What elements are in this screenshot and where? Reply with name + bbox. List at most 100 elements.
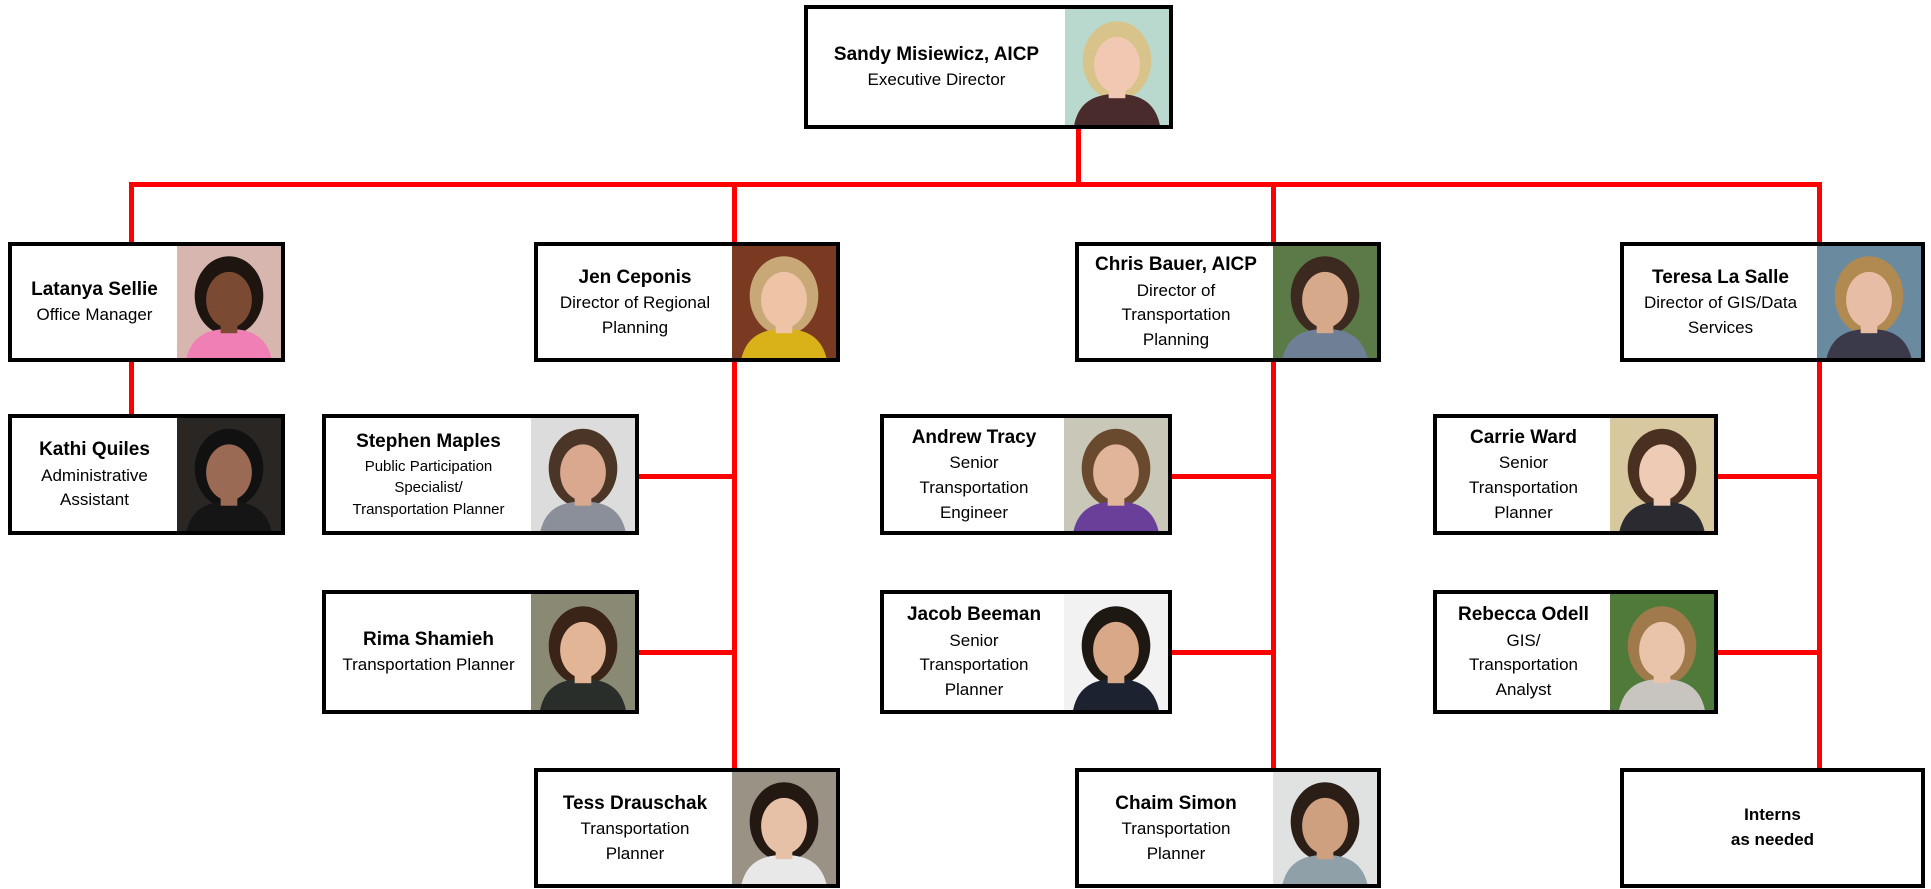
portrait-photo bbox=[531, 418, 635, 531]
staff-title: Public Participation Specialist/ Transpo… bbox=[352, 457, 505, 519]
portrait-illustration bbox=[1064, 418, 1168, 531]
portrait-face bbox=[1639, 621, 1685, 678]
portrait-shirt bbox=[1073, 679, 1159, 710]
portrait-face bbox=[1639, 444, 1685, 501]
portrait-photo bbox=[1610, 418, 1714, 531]
portrait-illustration bbox=[1065, 9, 1169, 125]
portrait-shirt bbox=[540, 679, 626, 710]
portrait-shirt bbox=[741, 855, 827, 884]
connector-chris-trunk bbox=[1271, 358, 1276, 772]
portrait-shirt bbox=[186, 501, 272, 531]
staff-title: Transportation Planner bbox=[1121, 819, 1231, 863]
staff-title: Director of GIS/Data Services bbox=[1643, 293, 1798, 337]
portrait-photo bbox=[732, 772, 836, 884]
portrait-face bbox=[560, 621, 606, 678]
portrait-face bbox=[1093, 621, 1139, 678]
connector-exec-down bbox=[1076, 127, 1081, 184]
connector-drop-chris bbox=[1271, 182, 1276, 243]
staff-title: GIS/ Transportation Analyst bbox=[1469, 630, 1578, 700]
card-sandy-misiewicz: Sandy Misiewicz, AICP Executive Director bbox=[804, 5, 1173, 129]
portrait-face bbox=[1302, 797, 1348, 854]
staff-name: Rima Shamieh bbox=[363, 628, 494, 650]
connector-teresa-rebecca bbox=[1716, 650, 1822, 655]
staff-name: Jacob Beeman bbox=[906, 604, 1042, 626]
staff-name: Andrew Tracy bbox=[911, 426, 1037, 448]
staff-name: Carrie Ward bbox=[1470, 426, 1577, 448]
portrait-face bbox=[761, 797, 807, 854]
staff-title: Transportation Planner bbox=[342, 655, 515, 675]
staff-name: Tess Drauschak bbox=[562, 792, 708, 814]
portrait-illustration bbox=[1610, 594, 1714, 710]
portrait-face bbox=[206, 271, 252, 328]
portrait-photo bbox=[732, 246, 836, 358]
portrait-face bbox=[1094, 36, 1140, 93]
staff-title: Office Manager bbox=[36, 305, 153, 325]
card-interns: Interns as needed bbox=[1620, 768, 1925, 888]
portrait-illustration bbox=[732, 246, 836, 358]
portrait-illustration bbox=[1273, 772, 1377, 884]
staff-name: Rebecca Odell bbox=[1458, 604, 1589, 626]
portrait-photo bbox=[1064, 594, 1168, 710]
portrait-shirt bbox=[741, 329, 827, 358]
staff-name: Teresa La Salle bbox=[1652, 266, 1789, 288]
connector-top-horizontal bbox=[129, 182, 1822, 187]
interns-note: as needed bbox=[1730, 830, 1815, 849]
portrait-photo bbox=[1610, 594, 1714, 710]
portrait-shirt bbox=[1826, 329, 1912, 358]
portrait-illustration bbox=[1273, 246, 1377, 358]
staff-title: Director of Regional Planning bbox=[559, 293, 711, 337]
portrait-shirt bbox=[1282, 329, 1368, 358]
portrait-illustration bbox=[531, 418, 635, 531]
connector-jen-stephen bbox=[637, 474, 737, 479]
portrait-photo bbox=[1064, 418, 1168, 531]
connector-drop-latanya bbox=[129, 182, 134, 243]
portrait-photo bbox=[1817, 246, 1921, 358]
portrait-shirt bbox=[1282, 855, 1368, 884]
staff-name: Chris Bauer, AICP bbox=[1095, 254, 1257, 276]
staff-title: Transportation Planner bbox=[580, 819, 690, 863]
portrait-photo bbox=[1273, 772, 1377, 884]
portrait-face bbox=[761, 271, 807, 328]
staff-name: Sandy Misiewicz, AICP bbox=[833, 43, 1040, 65]
portrait-shirt bbox=[1619, 679, 1705, 710]
staff-title: Director of Transportation Planning bbox=[1121, 280, 1231, 350]
portrait-shirt bbox=[540, 501, 626, 531]
connector-drop-teresa bbox=[1817, 182, 1822, 243]
staff-name: Kathi Quiles bbox=[39, 439, 150, 461]
connector-jen-trunk bbox=[732, 358, 737, 772]
connector-teresa-carrie bbox=[1716, 474, 1822, 479]
portrait-shirt bbox=[186, 329, 272, 358]
portrait-photo bbox=[177, 418, 281, 531]
connector-latanya-kathi bbox=[129, 358, 134, 417]
portrait-face bbox=[1093, 444, 1139, 501]
portrait-photo bbox=[1065, 9, 1169, 125]
portrait-face bbox=[560, 444, 606, 501]
staff-title: Senior Transportation Planner bbox=[1469, 453, 1578, 522]
portrait-photo bbox=[1273, 246, 1377, 358]
staff-name: Chaim Simon bbox=[1115, 792, 1237, 814]
connector-drop-jen bbox=[732, 182, 737, 243]
portrait-illustration bbox=[1610, 418, 1714, 531]
connector-jen-rima bbox=[637, 650, 737, 655]
staff-title: Executive Director bbox=[867, 70, 1006, 90]
staff-name: Stephen Maples bbox=[356, 431, 501, 453]
staff-name: Latanya Sellie bbox=[31, 278, 158, 300]
staff-title: Administrative Assistant bbox=[41, 465, 148, 510]
portrait-illustration bbox=[531, 594, 635, 710]
connector-teresa-trunk bbox=[1817, 358, 1822, 772]
staff-title: Senior Transportation Planner bbox=[919, 630, 1029, 700]
portrait-illustration bbox=[177, 418, 281, 531]
portrait-illustration bbox=[1064, 594, 1168, 710]
portrait-illustration bbox=[177, 246, 281, 358]
